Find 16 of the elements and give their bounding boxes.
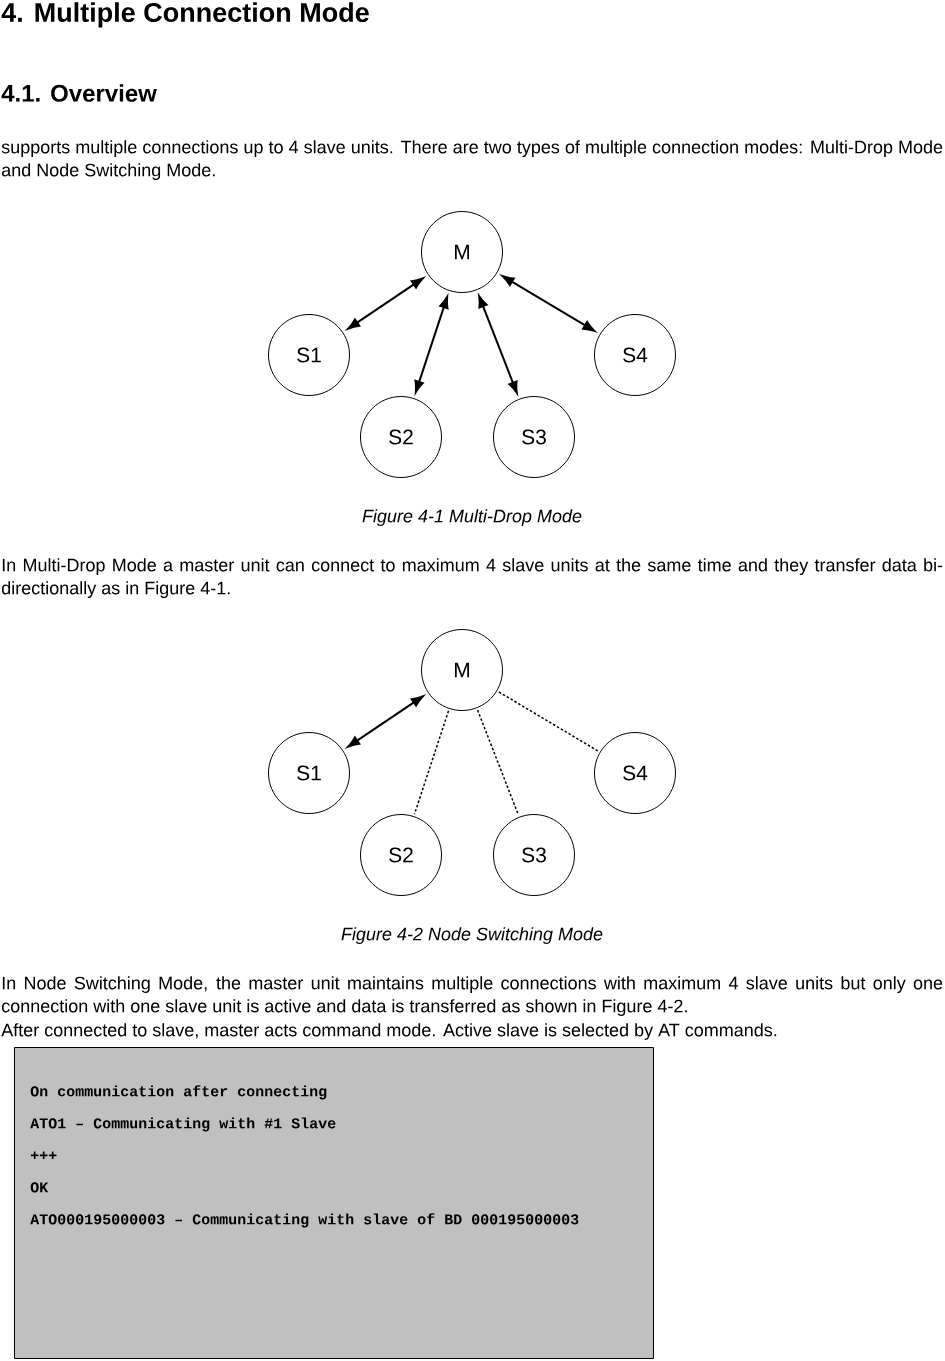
connector-line — [347, 277, 424, 330]
figure-caption: Figure 4-2 Node Switching Mode — [341, 927, 603, 944]
connector-line — [413, 710, 450, 815]
connector-line — [414, 296, 449, 393]
connector-line — [347, 695, 424, 748]
figure-caption: Figure 4-1 Multi-Drop Mode — [362, 509, 582, 526]
paragraph: In Node Switching Mode, the master unit maintains multiple connections with maximum 4 slave units but only one connection with one slave unit is active and data is transferred as shown in Figure 4-2. — [1, 976, 943, 1016]
paragraph: In Multi-Drop Mode a master unit can connect to maximum 4 slave units at the same time and they transfer data bi-directionally as in Figure 4-1. — [1, 558, 943, 598]
code-box: On communication after connecting ATO1 – Communicating with #1 Slave +++ OK ATO000195000003 – Communicating with slave of BD 000195000003 — [14, 1047, 654, 1359]
connector-line — [498, 691, 599, 752]
section-heading: 4.1. Overview — [1, 84, 157, 102]
connector-line — [501, 275, 596, 332]
connector-line — [476, 709, 520, 816]
connector-line — [478, 295, 518, 394]
page-title: 4. Multiple Connection Mode — [1, 2, 369, 28]
paragraph: supports multiple connections up to 4 slave units. There are two types of multiple connection modes: Multi-Drop Mode and Node Switching Mode. — [1, 140, 943, 180]
